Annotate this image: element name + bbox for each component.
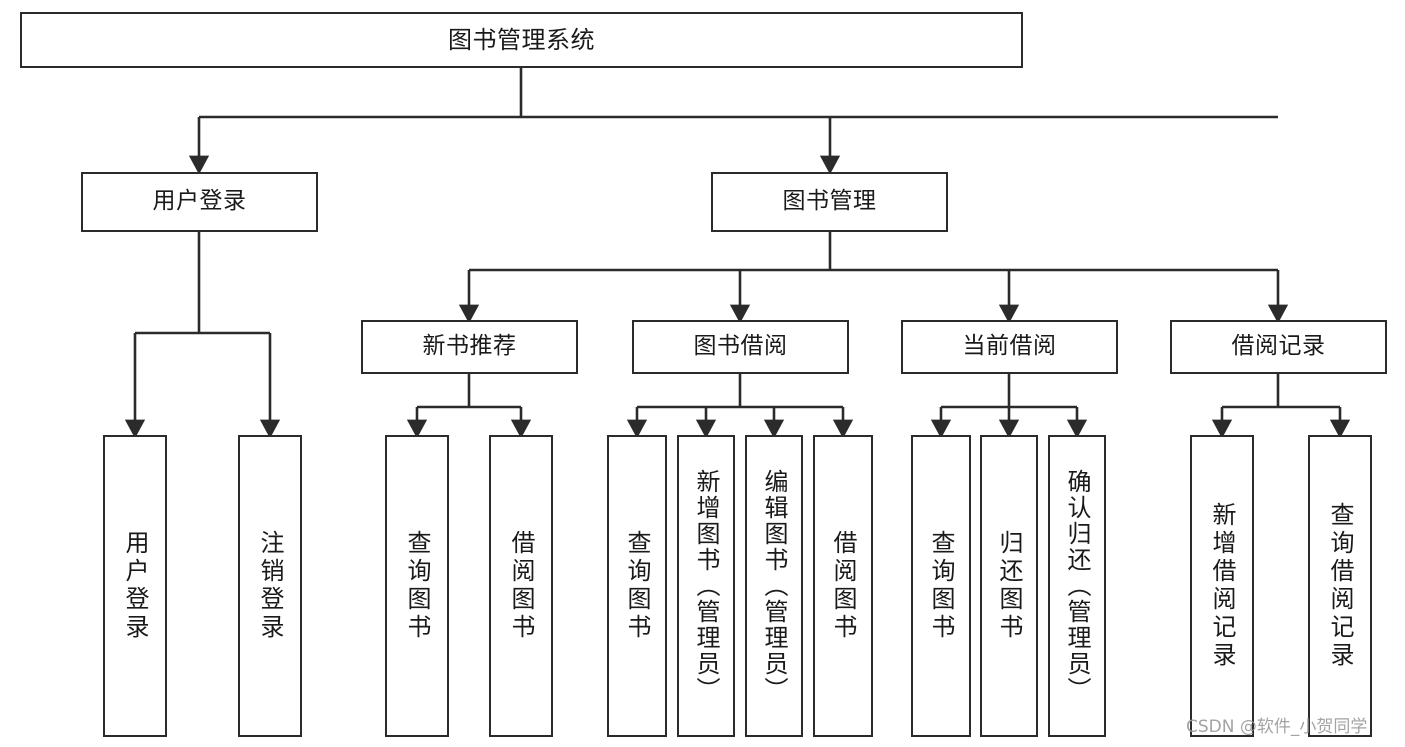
node-label: 图书借阅 — [693, 333, 788, 360]
node-label: 查询图书 — [403, 530, 431, 642]
node-label: 用户登录 — [121, 530, 149, 642]
node-leaf-record-query[interactable]: 查询借阅记录 — [1308, 435, 1372, 737]
node-label: 新增图书（管理员） — [692, 469, 720, 703]
node-label: 图书管理 — [782, 188, 877, 215]
watermark-text: CSDN @软件_小贺同学 — [1186, 717, 1368, 737]
node-label: 当前借阅 — [962, 333, 1057, 360]
node-book-borrow[interactable]: 图书借阅 — [632, 320, 849, 374]
node-label: 注销登录 — [256, 530, 284, 642]
node-label: 图书管理系统 — [448, 25, 595, 54]
node-leaf-borrow-add-book[interactable]: 新增图书（管理员） — [677, 435, 735, 737]
node-label: 借阅图书 — [507, 530, 535, 642]
node-leaf-borrow-borrow-book[interactable]: 借阅图书 — [813, 435, 873, 737]
node-leaf-new-book-query[interactable]: 查询图书 — [385, 435, 449, 737]
node-label: 查询图书 — [927, 530, 955, 642]
node-label: 归还图书 — [995, 530, 1023, 642]
node-label: 查询图书 — [623, 530, 651, 642]
node-label: 借阅记录 — [1231, 333, 1326, 360]
node-leaf-current-confirm-return[interactable]: 确认归还（管理员） — [1048, 435, 1106, 737]
node-label: 新增借阅记录 — [1208, 502, 1236, 670]
node-leaf-record-add[interactable]: 新增借阅记录 — [1190, 435, 1254, 737]
node-label: 查询借阅记录 — [1326, 502, 1354, 670]
node-label: 编辑图书（管理员） — [760, 469, 788, 703]
node-label: 借阅图书 — [829, 530, 857, 642]
node-book-management[interactable]: 图书管理 — [711, 172, 948, 232]
node-leaf-current-query[interactable]: 查询图书 — [911, 435, 971, 737]
node-label: 用户登录 — [152, 188, 247, 215]
node-root-system[interactable]: 图书管理系统 — [20, 12, 1023, 68]
node-leaf-borrow-edit-book[interactable]: 编辑图书（管理员） — [745, 435, 803, 737]
node-user-login[interactable]: 用户登录 — [81, 172, 318, 232]
node-leaf-user-login-signout[interactable]: 注销登录 — [238, 435, 302, 737]
node-leaf-borrow-query[interactable]: 查询图书 — [607, 435, 667, 737]
node-leaf-user-login-signin[interactable]: 用户登录 — [103, 435, 167, 737]
node-label: 确认归还（管理员） — [1063, 469, 1091, 703]
node-current-borrow[interactable]: 当前借阅 — [901, 320, 1118, 374]
node-label: 新书推荐 — [422, 333, 517, 360]
node-leaf-current-return[interactable]: 归还图书 — [980, 435, 1038, 737]
node-borrow-record[interactable]: 借阅记录 — [1170, 320, 1387, 374]
node-new-book-recommend[interactable]: 新书推荐 — [361, 320, 578, 374]
node-leaf-new-book-borrow[interactable]: 借阅图书 — [489, 435, 553, 737]
